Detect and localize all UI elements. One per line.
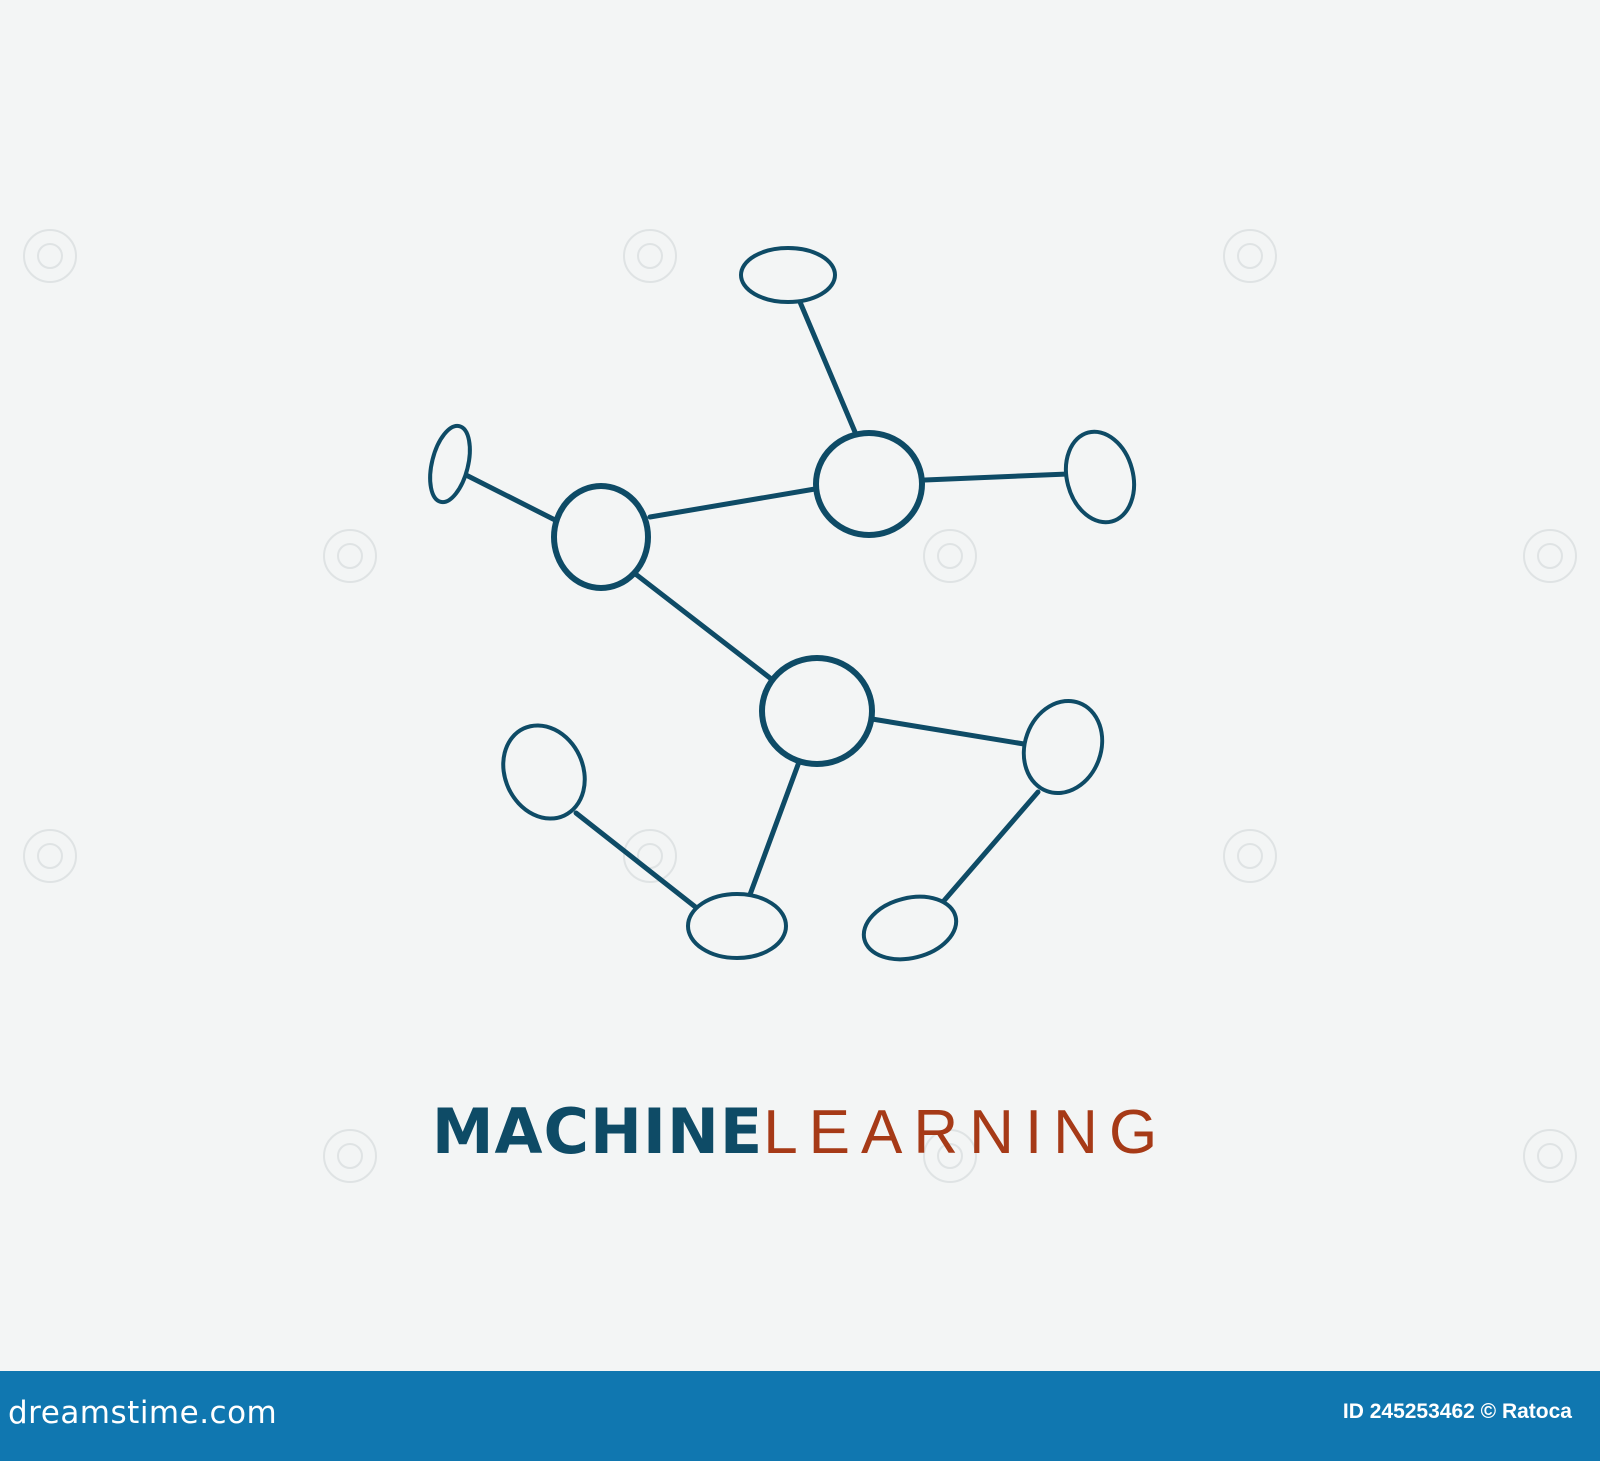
edge-lower-left-bottom <box>573 810 701 912</box>
edge-middle-right <box>869 716 1027 747</box>
edge-center-right <box>922 471 1071 483</box>
machine-learning-title: MACHINELEARNING <box>0 1095 1600 1170</box>
node-lower-left <box>501 723 587 821</box>
edge-middle-bottom <box>745 759 802 903</box>
edge-upper-left-middle <box>626 566 773 681</box>
edge-right-bottom-right <box>939 789 1041 906</box>
network-nodes <box>428 246 1137 962</box>
artwork: MACHINELEARNING <box>0 229 1600 1183</box>
node-right-lower <box>1021 698 1105 796</box>
title-word-learning: LEARNING <box>763 1098 1169 1167</box>
node-upper-left-hub <box>551 483 651 591</box>
title-word-machine: MACHINE <box>431 1095 764 1168</box>
edge-top-center <box>797 299 858 435</box>
network-edges <box>461 299 1071 912</box>
footer-logo[interactable]: dreamstime.com <box>8 1395 278 1431</box>
node-top <box>739 246 837 304</box>
node-bottom-right <box>861 894 959 962</box>
watermark-pattern <box>23 229 1577 1183</box>
footer-bar: dreamstime.com ID 245253462 © Ratoca <box>0 1371 1600 1461</box>
node-bottom <box>686 892 788 960</box>
network-graph-icon <box>23 229 1577 1183</box>
node-center-hub <box>813 430 925 538</box>
edge-far-left-upper-left <box>461 471 560 524</box>
edge-upper-left-center <box>647 486 818 520</box>
image-credit: ID 245253462 © Ratoca <box>1342 1400 1572 1423</box>
node-right <box>1063 429 1137 525</box>
node-far-left <box>428 423 472 505</box>
node-middle-hub <box>759 655 875 767</box>
